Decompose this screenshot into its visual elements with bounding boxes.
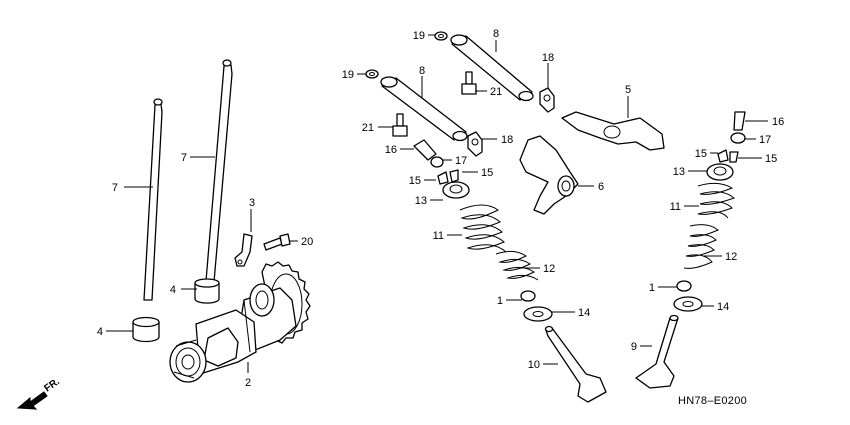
retainer-13-right (706, 163, 734, 181)
callout-adjusting-screw-left: 16 (385, 144, 397, 156)
callout-lock-nut-left: 17 (455, 155, 467, 167)
valve-9 (635, 314, 679, 389)
callout-valve-9: 9 (631, 341, 637, 353)
seat-14-left (523, 306, 553, 322)
callout-push-rod-right: 7 (181, 152, 187, 164)
seat-14-right (673, 296, 703, 312)
callout-cotter-left-a: 15 (409, 175, 421, 187)
callout-spring-inner-right: 12 (725, 251, 737, 263)
adjusting-screw-16-right (733, 111, 746, 131)
front-direction-arrow-icon (16, 391, 48, 410)
callout-spring-inner-left: 12 (543, 263, 555, 275)
callout-bolt-21-upper: 21 (490, 86, 502, 98)
callout-seat-right: 14 (717, 301, 729, 313)
callout-bolt-21-lower: 21 (362, 122, 374, 134)
tappet-upper (194, 278, 220, 304)
washer-19-lower (365, 69, 379, 79)
cotter-15-right (717, 149, 739, 163)
bolt-21-upper (461, 71, 477, 95)
callout-tappet-upper: 4 (170, 284, 176, 296)
callout-seat-left: 14 (578, 307, 590, 319)
callout-rocker-shaft-upper: 8 (493, 28, 499, 40)
spring-outer-11-right (697, 182, 735, 219)
cotter-15-left (437, 169, 459, 185)
callout-camshaft: 2 (245, 377, 251, 389)
plate-18-upper (539, 87, 555, 113)
callout-tappet-lower: 4 (97, 326, 103, 338)
lock-nut-17-right (730, 132, 746, 144)
callout-seal-right: 1 (649, 282, 655, 294)
seal-1-right (676, 280, 692, 292)
bolt-20 (263, 233, 291, 251)
tappet-lower (132, 316, 160, 343)
callout-rocker-arm-6: 6 (598, 181, 604, 193)
adjusting-screw-16-left (413, 139, 437, 161)
callout-plate-18-lower: 18 (501, 134, 513, 146)
front-direction-label: FR. (42, 376, 62, 394)
callout-washer-19-lower: 19 (342, 69, 354, 81)
callout-cotter-right-b: 15 (765, 153, 777, 165)
spring-outer-11-left (459, 204, 507, 253)
plate-18-lower (467, 131, 483, 157)
callout-decompressor-weight: 3 (249, 197, 255, 209)
spring-inner-12-left (495, 250, 539, 281)
callout-rocker-arm-5: 5 (625, 84, 631, 96)
push-rod-right (205, 59, 233, 283)
lock-nut-17-left (430, 156, 444, 168)
bolt-21-lower (392, 113, 408, 137)
camshaft-bearing (169, 339, 207, 383)
callout-seal-left: 1 (497, 295, 503, 307)
rocker-shaft-upper (450, 34, 534, 102)
callout-adjusting-screw-right: 16 (772, 116, 784, 128)
callout-valve-10: 10 (528, 359, 540, 371)
leader-lines (106, 34, 768, 373)
washer-19-upper (434, 31, 448, 41)
rocker-arm-6 (519, 135, 579, 215)
callout-retainer-left: 13 (415, 195, 427, 207)
spring-inner-12-right (683, 224, 719, 269)
retainer-13-left (442, 181, 470, 199)
callout-spring-outer-left: 11 (433, 230, 444, 242)
callout-washer-19-upper: 19 (413, 30, 425, 42)
rocker-shaft-lower (380, 76, 468, 142)
figure-code: HN78–E0200 (678, 395, 747, 407)
decompressor-weight (234, 233, 253, 267)
callout-cotter-left-b: 15 (481, 167, 493, 179)
callout-lock-nut-right: 17 (759, 134, 771, 146)
seal-1-left (520, 290, 536, 302)
callout-cotter-right-a: 15 (695, 148, 707, 160)
callout-spring-outer-right: 11 (670, 201, 681, 213)
camshaft-body (195, 283, 297, 375)
callout-push-rod-left: 7 (112, 182, 118, 194)
callout-bolt-20: 20 (301, 236, 313, 248)
push-rod-left (143, 98, 163, 301)
valve-10 (544, 325, 607, 403)
rocker-arm-5 (561, 111, 665, 151)
callout-retainer-right: 13 (673, 166, 685, 178)
callout-rocker-shaft-lower: 8 (419, 65, 425, 77)
callout-plate-18-upper: 18 (542, 52, 554, 64)
